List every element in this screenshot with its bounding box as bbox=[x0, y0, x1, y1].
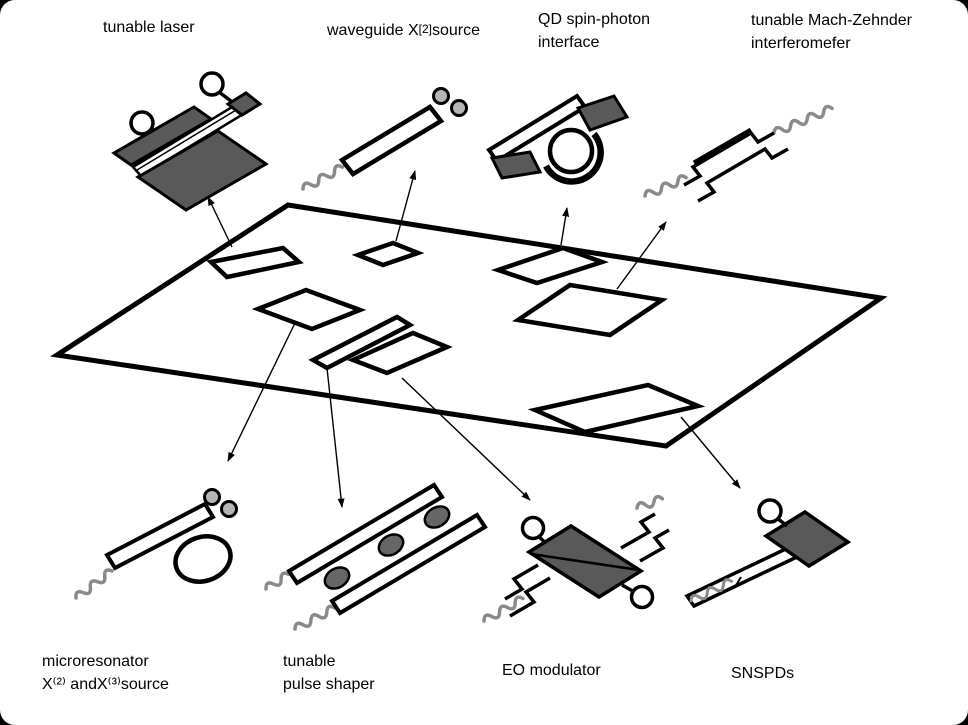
label-text: waveguide X bbox=[327, 22, 419, 39]
label-waveguide-source: waveguide X[2]source bbox=[327, 19, 480, 43]
arrow-to-waveguide-source bbox=[395, 170, 417, 242]
arrow-to-qd-interface bbox=[560, 207, 570, 246]
label-superscript: [2] bbox=[418, 22, 432, 36]
arrow-to-mzi bbox=[616, 221, 667, 290]
chip-region-qd-interface bbox=[490, 245, 609, 286]
tunable-laser-illustration bbox=[111, 71, 269, 212]
fiber-squiggle-icon bbox=[641, 172, 690, 202]
photonic-chip bbox=[50, 202, 888, 449]
qd-cavity-circle bbox=[547, 127, 595, 175]
fiber-squiggle-icon bbox=[71, 566, 116, 603]
arrow-to-microresonator bbox=[227, 322, 296, 462]
wirebond-ball-icon bbox=[629, 584, 655, 610]
label-text: X⁽²⁾ andX⁽³⁾source bbox=[42, 676, 169, 693]
arrow-to-pulse-shaper bbox=[326, 367, 345, 508]
label-text: tunable Mach-Zehnder bbox=[751, 12, 912, 29]
fiber-squiggle-icon bbox=[299, 162, 346, 195]
label-text: tunable laser bbox=[103, 19, 195, 36]
phase-heater-bar bbox=[692, 127, 753, 166]
chip-region-waveguide-source bbox=[351, 240, 425, 268]
fiber-squiggle-icon bbox=[262, 569, 293, 594]
chip-region-mzi bbox=[512, 282, 668, 338]
chip-region-tunable-laser bbox=[206, 245, 304, 280]
snspds-illustration bbox=[684, 498, 852, 609]
wirebond-ball-icon bbox=[199, 71, 225, 97]
arrow-to-snspds bbox=[680, 416, 741, 489]
label-pulse-shaper: tunable pulse shaper bbox=[283, 650, 375, 696]
eo-modulator-illustration bbox=[480, 493, 670, 626]
pulse-shaper-illustration bbox=[262, 482, 488, 635]
label-text: QD spin-photon bbox=[538, 11, 651, 28]
label-qd-interface: QD spin-photon interface bbox=[538, 8, 650, 54]
callout-arrows bbox=[207, 170, 741, 508]
label-text: EO modulator bbox=[502, 662, 601, 679]
wirebond-ball-icon bbox=[757, 498, 783, 524]
waveguide-chi2-source-illustration bbox=[299, 87, 468, 195]
label-text: microresonator bbox=[42, 653, 149, 670]
label-tunable-laser: tunable laser bbox=[103, 16, 195, 39]
label-mzi: tunable Mach-Zehnder interferomefer bbox=[751, 9, 912, 55]
label-text: source bbox=[431, 22, 480, 39]
label-text: interface bbox=[538, 34, 600, 51]
chip-outline bbox=[50, 202, 888, 449]
microring-ellipse bbox=[173, 534, 233, 584]
chip-region-snspds bbox=[527, 382, 706, 435]
wirebond-ball-icon bbox=[129, 110, 155, 136]
chip-region-microresonator bbox=[251, 287, 367, 332]
microresonator-illustration bbox=[71, 488, 238, 603]
mzi-illustration bbox=[641, 103, 836, 203]
fiber-squiggle-icon bbox=[291, 602, 339, 635]
qd-spin-photon-interface-illustration bbox=[486, 93, 630, 185]
chip-region-pulse-shaper bbox=[308, 314, 415, 371]
label-text: tunable bbox=[283, 653, 336, 670]
chip-region-eo-modulator bbox=[347, 330, 453, 376]
label-text: SNSPDs bbox=[731, 665, 795, 682]
fiber-squiggle-icon bbox=[770, 103, 836, 139]
label-microresonator: microresonator X⁽²⁾ andX⁽³⁾source bbox=[42, 650, 169, 696]
label-text: interferomefer bbox=[751, 35, 851, 52]
label-text: pulse shaper bbox=[283, 676, 375, 693]
ring-coupler-arc bbox=[543, 131, 604, 185]
wirebond-ball-icon bbox=[520, 515, 546, 541]
arrow-to-tunable-laser bbox=[207, 196, 233, 248]
label-eo-modulator: EO modulator bbox=[502, 659, 601, 682]
arrow-to-eo-modulator bbox=[401, 377, 531, 501]
label-snspds: SNSPDs bbox=[731, 662, 794, 685]
fiber-squiggle-icon bbox=[633, 493, 666, 514]
